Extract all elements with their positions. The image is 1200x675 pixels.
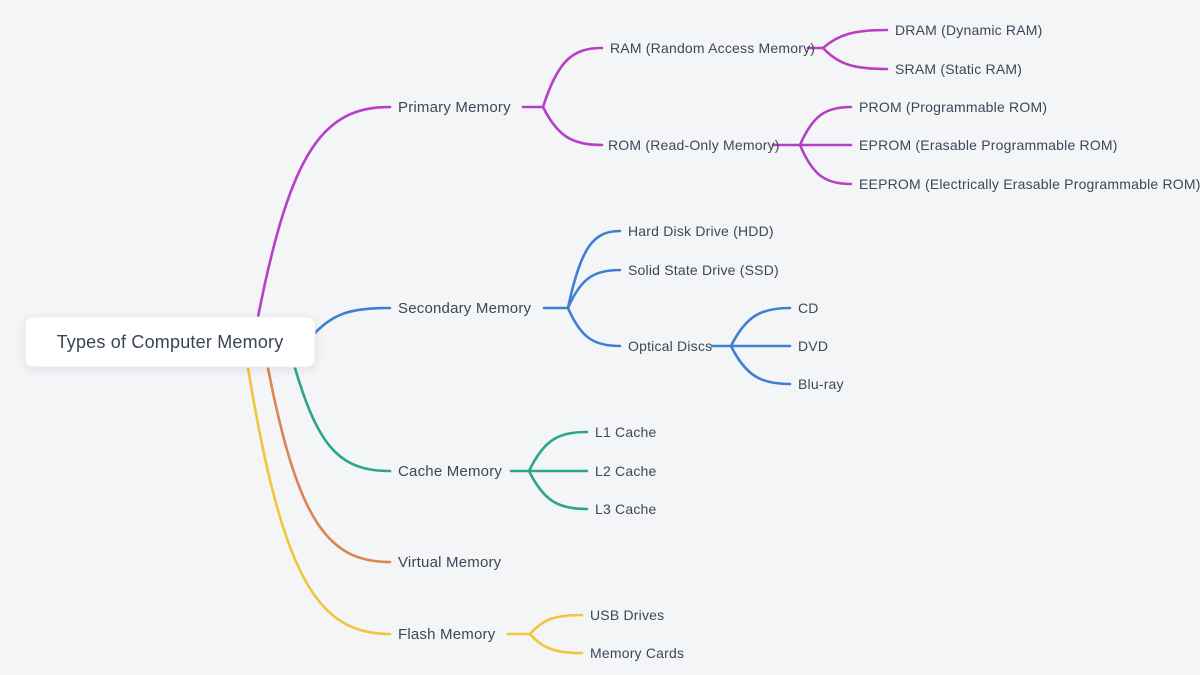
edge-rom-prom — [798, 105, 853, 147]
edge-optical-cd — [729, 306, 792, 348]
node-dvd[interactable]: DVD — [798, 338, 828, 354]
edge-ram-sram — [821, 46, 889, 71]
node-cd[interactable]: CD — [798, 300, 819, 316]
node-primary-memory[interactable]: Primary Memory — [398, 99, 511, 116]
edge-flash-cards — [528, 632, 584, 655]
edge-primary-rom — [541, 105, 604, 147]
edge-root-flash-memory — [246, 366, 392, 636]
edge-optical-bluray — [729, 344, 792, 386]
node-ram[interactable]: RAM (Random Access Memory) — [610, 40, 815, 56]
node-dram[interactable]: DRAM (Dynamic RAM) — [895, 22, 1043, 38]
root-node-label: Types of Computer Memory — [57, 332, 284, 352]
node-hdd[interactable]: Hard Disk Drive (HDD) — [628, 223, 774, 239]
node-ssd[interactable]: Solid State Drive (SSD) — [628, 262, 779, 278]
node-secondary-memory[interactable]: Secondary Memory — [398, 300, 532, 317]
edge-ram-dram — [821, 28, 889, 50]
root-node[interactable]: Types of Computer Memory — [24, 316, 316, 368]
node-l1-cache[interactable]: L1 Cache — [595, 424, 657, 440]
node-rom[interactable]: ROM (Read-Only Memory) — [608, 137, 780, 153]
edge-rom-eeprom — [798, 143, 853, 186]
node-eprom[interactable]: EPROM (Erasable Programmable ROM) — [859, 137, 1118, 153]
edge-secondary-optical — [566, 306, 622, 348]
edge-root-cache-memory — [293, 366, 392, 473]
node-bluray[interactable]: Blu-ray — [798, 376, 844, 392]
node-memory-cards[interactable]: Memory Cards — [590, 645, 684, 661]
node-l2-cache[interactable]: L2 Cache — [595, 463, 657, 479]
edge-flash-usb — [528, 613, 584, 636]
edge-primary-ram — [541, 46, 604, 109]
node-eeprom[interactable]: EEPROM (Electrically Erasable Programmab… — [859, 176, 1200, 192]
edge-root-secondary-memory — [313, 306, 392, 335]
node-usb-drives[interactable]: USB Drives — [590, 607, 664, 623]
node-prom[interactable]: PROM (Programmable ROM) — [859, 99, 1047, 115]
edge-secondary-ssd — [566, 268, 622, 310]
edge-root-virtual-memory — [266, 366, 392, 564]
edge-cache-l3 — [527, 469, 589, 511]
edge-cache-l1 — [527, 430, 589, 473]
root-node-box[interactable] — [24, 316, 316, 368]
edge-secondary-hdd — [566, 229, 622, 310]
node-flash-memory[interactable]: Flash Memory — [398, 626, 496, 643]
node-virtual-memory[interactable]: Virtual Memory — [398, 554, 502, 571]
node-optical-discs[interactable]: Optical Discs — [628, 338, 712, 354]
node-sram[interactable]: SRAM (Static RAM) — [895, 61, 1022, 77]
edge-root-primary-memory — [256, 105, 392, 319]
node-cache-memory[interactable]: Cache Memory — [398, 463, 502, 480]
node-l3-cache[interactable]: L3 Cache — [595, 501, 657, 517]
